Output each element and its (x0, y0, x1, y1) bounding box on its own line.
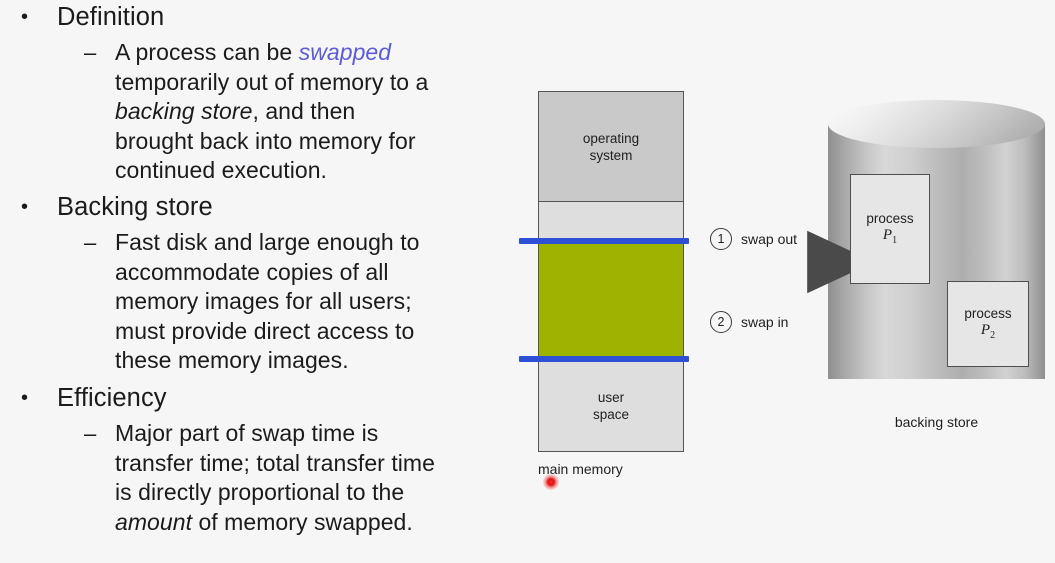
sub-bullet-marker: – (84, 421, 97, 446)
user-space-label: user space (592, 389, 630, 422)
backing-store-cylinder (828, 100, 1045, 403)
main-memory-caption: main memory (538, 461, 623, 477)
bullet-sub-backing-store: – Fast disk and large enough to accommod… (0, 228, 510, 376)
bullet-marker: • (21, 387, 29, 409)
bullet-sub-efficiency: – Major part of swap time is transfer ti… (0, 419, 510, 537)
bullet-heading-text: Efficiency (57, 384, 167, 412)
backing-store-caption: backing store (894, 414, 979, 430)
bullet-marker: • (21, 196, 29, 218)
main-memory-block: operating system user space (538, 91, 684, 452)
cylinder-bottom-ellipse (828, 331, 1045, 379)
bullet-group-efficiency: • Efficiency – Major part of swap time i… (0, 383, 510, 537)
process-p1-box: process P1 (850, 174, 930, 284)
bullet-heading-text: Backing store (57, 193, 213, 221)
step-1-badge: 1 (710, 228, 732, 250)
swap-out-text: swap out (741, 231, 798, 247)
process-p2-box: process P2 (947, 281, 1029, 367)
slide-bullet-list: • Definition – A process can be swapped … (0, 0, 510, 563)
user-space-region: user space (539, 359, 683, 452)
memory-boundary-line-top (519, 238, 689, 244)
operating-system-label: operating system (582, 130, 640, 163)
bullet-heading-text: Definition (57, 3, 165, 31)
process-p1-name: P1 (882, 226, 898, 246)
memory-boundary-line-bottom (519, 356, 689, 362)
bullet-marker: • (21, 6, 29, 28)
process-p2-name: P2 (980, 321, 996, 341)
bullet-heading-definition: • Definition (0, 2, 510, 32)
sub-bullet-marker: – (84, 230, 97, 255)
cylinder-body (828, 124, 1045, 379)
operating-system-region: operating system (539, 92, 683, 202)
process-p1-label: process (866, 210, 914, 226)
bullet-group-definition: • Definition – A process can be swapped … (0, 2, 510, 186)
swap-out-label: 1 swap out (710, 228, 797, 250)
bullet-group-backing-store: • Backing store – Fast disk and large en… (0, 192, 510, 376)
laser-pointer-dot (543, 474, 559, 490)
swapped-process-region (539, 242, 683, 359)
sub-bullet-text: Fast disk and large enough to accommodat… (115, 229, 420, 373)
swap-in-text: swap in (741, 314, 789, 330)
bullet-heading-backing-store: • Backing store (0, 192, 510, 222)
process-p2-label: process (964, 305, 1012, 321)
sub-bullet-text: Major part of swap time is transfer time… (115, 420, 435, 535)
swap-in-label: 2 swap in (710, 311, 788, 333)
bullet-sub-definition: – A process can be swapped temporarily o… (0, 38, 510, 186)
sub-bullet-marker: – (84, 40, 97, 65)
sub-bullet-text: A process can be swapped temporarily out… (115, 39, 429, 183)
cylinder-top-ellipse (828, 100, 1045, 148)
step-2-badge: 2 (710, 311, 732, 333)
bullet-heading-efficiency: • Efficiency (0, 383, 510, 413)
